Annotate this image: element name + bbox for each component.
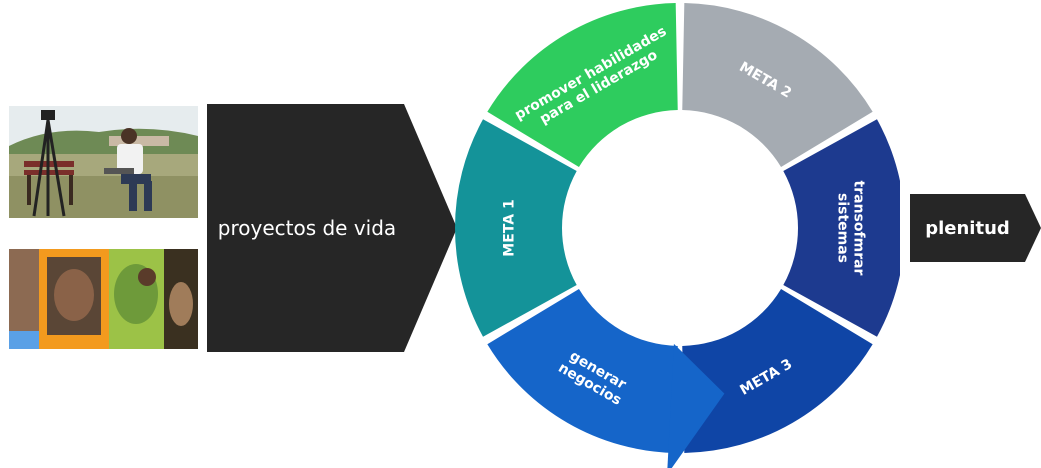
generar-arrow-head xyxy=(667,343,725,468)
segment-meta2 xyxy=(682,3,873,168)
segment-generar xyxy=(487,288,678,453)
right-arrow-shape xyxy=(910,194,1041,262)
plenitud-label: plenitud xyxy=(925,217,1010,239)
segment-meta1 xyxy=(455,119,577,337)
photo-person-with-laptop xyxy=(9,106,198,218)
segment-meta3 xyxy=(682,288,873,453)
segment-promover xyxy=(487,3,678,168)
segment-label-meta1: META 1 xyxy=(502,199,518,256)
photo-collage-faces xyxy=(9,249,198,349)
proyectos-de-vida-label: proyectos de vida xyxy=(217,216,397,240)
left-arrow-shape xyxy=(207,104,457,352)
segment-transformar xyxy=(783,119,900,337)
segment-label-transformar: transofmrarsistemas xyxy=(835,181,867,276)
